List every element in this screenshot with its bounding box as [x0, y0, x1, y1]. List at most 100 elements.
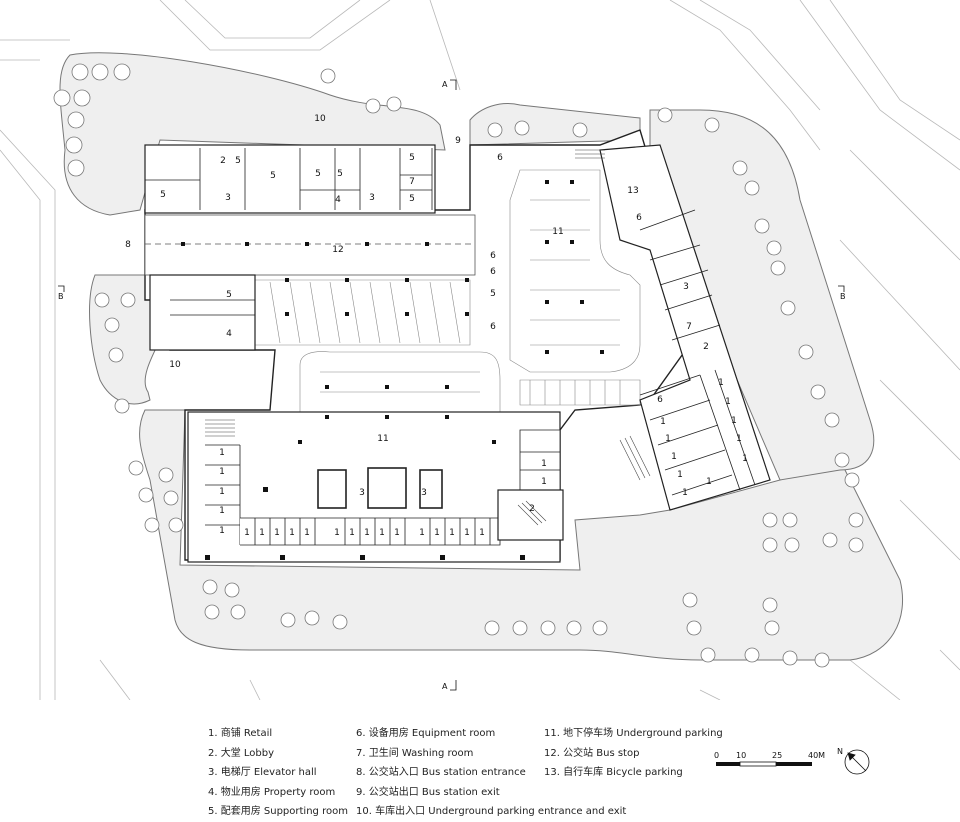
- legend-column-1: 1. 商铺 Retail 2. 大堂 Lobby 3. 电梯厅 Elevator…: [208, 724, 348, 822]
- room-6-east-a: 6: [636, 213, 642, 223]
- scale-tick-0: 0: [714, 751, 719, 760]
- scale-segment-3: [776, 762, 812, 766]
- legend-item-bus-entrance: 8. 公交站入口 Bus station entrance: [356, 767, 526, 778]
- legend-column-2: 6. 设备用房 Equipment room 7. 卫生间 Washing ro…: [356, 724, 626, 822]
- room-4-north: 4: [335, 195, 341, 205]
- south-landscape: [139, 409, 904, 661]
- room-1-s-m: 1: [449, 528, 455, 538]
- room-labels: 10 9 2 5 5 5 5 5 7 5 5 3 4 3 8 12 6 13 6…: [125, 114, 748, 538]
- room-1-s-c: 1: [274, 528, 280, 538]
- north-wing: [144, 144, 436, 214]
- room-1-e-i: 1: [742, 454, 748, 464]
- room-1-w-e: 1: [219, 526, 225, 536]
- north-landscape: [59, 52, 446, 216]
- north-wing-outline: [144, 144, 436, 214]
- room-11-south: 11: [377, 434, 388, 444]
- section-b-west: B: [58, 292, 64, 301]
- legend-item-property-room: 4. 物业用房 Property room: [208, 786, 336, 798]
- room-12: 12: [332, 245, 343, 255]
- room-1-s-n: 1: [464, 528, 470, 538]
- legend-item-bus-stop: 12. 公交站 Bus stop: [544, 747, 640, 759]
- room-6-east-b: 6: [657, 395, 663, 405]
- north-label: N: [837, 747, 843, 756]
- room-3-north-b: 3: [369, 193, 375, 203]
- room-1-s-o: 1: [479, 528, 485, 538]
- east-wing: [599, 144, 771, 511]
- room-1-se-a: 1: [541, 459, 547, 469]
- section-markers: [58, 79, 845, 691]
- room-3-north-a: 3: [225, 193, 231, 203]
- legend-item-bus-exit: 9. 公交站出口 Bus station exit: [356, 786, 500, 798]
- scale-segment-1: [716, 762, 740, 766]
- legend-item-supporting-room: 5. 配套用房 Supporting room: [208, 806, 348, 817]
- room-1-s-g: 1: [349, 528, 355, 538]
- room-1-s-k: 1: [419, 528, 425, 538]
- room-1-e-d: 1: [665, 434, 671, 444]
- legend-item-washing-room: 7. 卫生间 Washing room: [356, 747, 474, 759]
- room-1-s-l: 1: [434, 528, 440, 538]
- room-6-mid-c: 6: [490, 322, 496, 332]
- room-1-w-b: 1: [219, 467, 225, 477]
- stairs: [205, 149, 651, 526]
- room-3-south-a: 3: [359, 488, 365, 498]
- room-1-e-b: 1: [660, 417, 666, 427]
- room-5-north-g: 5: [160, 190, 166, 200]
- legend-item-bicycle-parking: 13. 自行车库 Bicycle parking: [544, 767, 683, 778]
- room-4-west: 4: [226, 329, 232, 339]
- room-1-w-a: 1: [219, 448, 225, 458]
- bus-stop-aisle: [144, 214, 476, 276]
- legend-column-3: 11. 地下停车场 Underground parking 12. 公交站 Bu…: [544, 724, 723, 783]
- room-2-south: 2: [529, 504, 535, 514]
- structural-columns: [181, 180, 604, 560]
- legend-item-retail: 1. 商铺 Retail: [208, 728, 273, 739]
- room-1-w-d: 1: [219, 506, 225, 516]
- room-1-s-b: 1: [259, 528, 265, 538]
- room-13: 13: [627, 186, 638, 196]
- room-3-east: 3: [683, 282, 689, 292]
- room-1-e-j: 1: [682, 488, 688, 498]
- room-1-e-k: 1: [706, 477, 712, 487]
- room-1-e-e: 1: [731, 416, 737, 426]
- street-lines: [0, 0, 960, 700]
- legend-item-underground-parking: 11. 地下停车场 Underground parking: [544, 728, 723, 739]
- room-1-s-h: 1: [364, 528, 370, 538]
- west-wing-outline: [149, 274, 256, 351]
- room-1-s-j: 1: [394, 528, 400, 538]
- section-a-top: A: [442, 80, 448, 89]
- room-7-east: 7: [686, 322, 692, 332]
- room-1-e-a: 1: [718, 378, 724, 388]
- room-5-north-a: 5: [235, 156, 241, 166]
- room-5-west: 5: [226, 290, 232, 300]
- room-5-mid-a: 5: [490, 289, 496, 299]
- room-11-north: 11: [552, 227, 563, 237]
- room-1-s-d: 1: [289, 528, 295, 538]
- legend-item-equipment-room: 6. 设备用房 Equipment room: [356, 728, 496, 739]
- room-2-east: 2: [703, 342, 709, 352]
- east-wing-outline: [599, 144, 771, 511]
- room-7-north: 7: [409, 177, 415, 187]
- room-1-s-i: 1: [379, 528, 385, 538]
- room-1-se-b: 1: [541, 477, 547, 487]
- room-5-north-b: 5: [270, 171, 276, 181]
- section-a-bottom: A: [442, 682, 448, 691]
- room-5-north-e: 5: [409, 153, 415, 163]
- room-1-e-c: 1: [725, 397, 731, 407]
- north-arrow-circle: [844, 749, 870, 775]
- room-6-mid-b: 6: [490, 267, 496, 277]
- room-2-north-a: 2: [220, 156, 226, 166]
- room-9: 9: [455, 136, 461, 146]
- legend-item-parking-entrance: 10. 车库出入口 Underground parking entrance a…: [356, 806, 627, 817]
- room-1-s-f: 1: [334, 528, 340, 538]
- room-10-west: 10: [169, 360, 181, 370]
- room-1-e-h: 1: [677, 470, 683, 480]
- scale-tick-40: 40M: [808, 751, 825, 760]
- room-5-north-d: 5: [337, 169, 343, 179]
- north-arrow: N: [837, 747, 870, 775]
- room-5-north-c: 5: [315, 169, 321, 179]
- site-floor-plan: 10 9 2 5 5 5 5 5 7 5 5 3 4 3 8 12 6 13 6…: [0, 0, 960, 700]
- legend-item-lobby: 2. 大堂 Lobby: [208, 747, 275, 759]
- section-marker-labels: A A B B: [58, 80, 846, 691]
- room-1-e-f: 1: [671, 452, 677, 462]
- scale-segment-2: [739, 761, 777, 767]
- legend-item-elevator-hall: 3. 电梯厅 Elevator hall: [208, 767, 317, 778]
